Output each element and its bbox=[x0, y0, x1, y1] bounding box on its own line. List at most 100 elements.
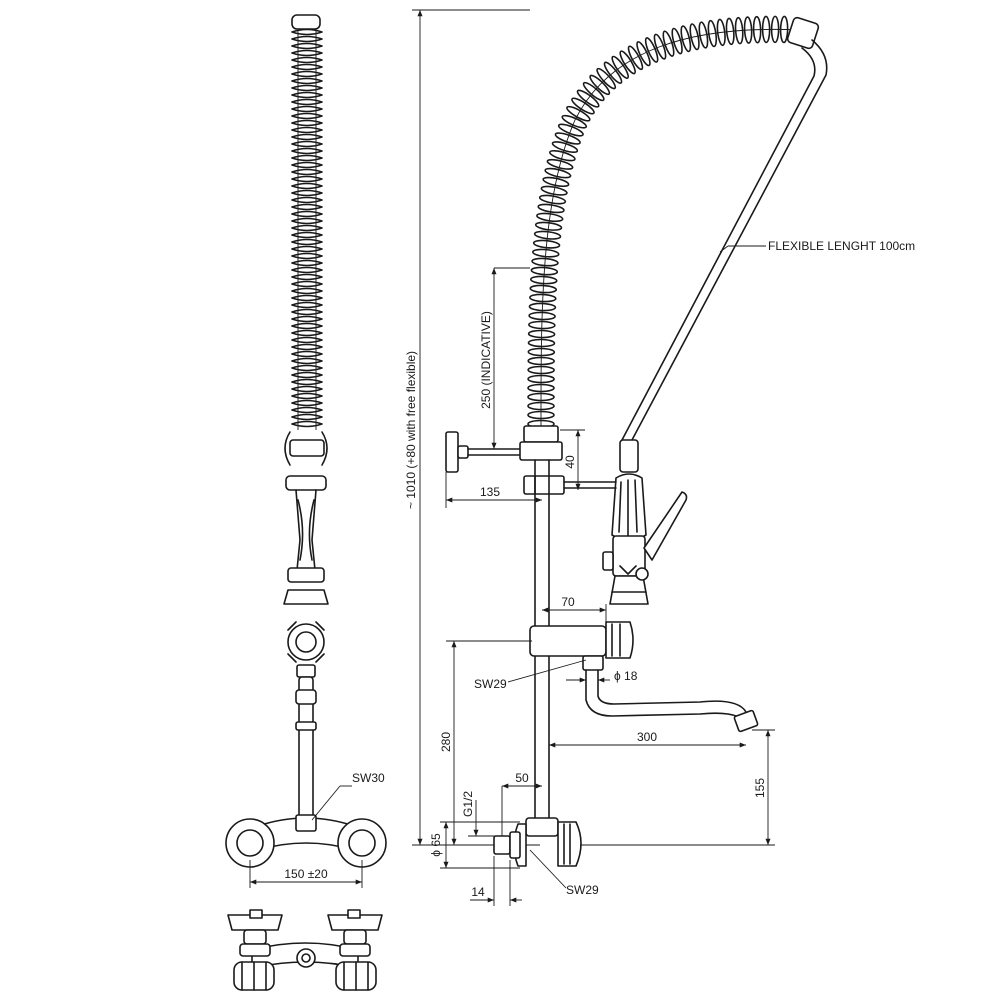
coil-turn bbox=[576, 89, 600, 108]
coil-turn bbox=[291, 329, 323, 337]
coil-turn bbox=[291, 70, 323, 78]
coil-turn bbox=[291, 84, 323, 92]
dim-phi18: ϕ 18 bbox=[566, 669, 638, 683]
coil-turn bbox=[291, 252, 323, 260]
dim-70: 70 bbox=[542, 595, 607, 622]
callout-sw30: SW30 bbox=[311, 771, 385, 821]
coil-turn bbox=[291, 406, 323, 414]
coil-turn bbox=[707, 19, 718, 48]
coil-turn bbox=[611, 55, 630, 79]
coil-turn bbox=[291, 49, 323, 57]
callout-flexible-length: FLEXIBLE LENGHT 100cm bbox=[719, 239, 915, 253]
coil-turn bbox=[291, 175, 323, 183]
coil-turn bbox=[291, 203, 323, 211]
coil-turn bbox=[291, 105, 323, 113]
coil-turn bbox=[557, 123, 584, 137]
coil-turn bbox=[752, 15, 762, 44]
callout-sw29-upper: SW29 bbox=[474, 659, 587, 691]
coil-turn bbox=[527, 392, 555, 402]
dim-250: 250 (INDICATIVE) bbox=[479, 267, 530, 449]
coil-turn bbox=[291, 343, 323, 351]
coil-turn bbox=[291, 336, 323, 344]
coil-turn bbox=[291, 133, 323, 141]
flexible-length-label: FLEXIBLE LENGHT 100cm bbox=[768, 239, 915, 253]
front-mid-nut bbox=[287, 621, 325, 678]
coil-turn bbox=[725, 17, 735, 46]
coil-turn bbox=[291, 259, 323, 267]
coil-turn bbox=[534, 221, 563, 231]
swivel-spout bbox=[585, 669, 759, 733]
coil-turn bbox=[527, 401, 555, 411]
coil-turn bbox=[529, 293, 557, 303]
coil-turn bbox=[542, 176, 570, 188]
coil-turn bbox=[291, 413, 323, 421]
coil-turn bbox=[770, 15, 780, 44]
coil-turn bbox=[291, 294, 323, 302]
coil-turn bbox=[540, 185, 568, 196]
dim-50: 50 bbox=[501, 771, 542, 836]
side-base-valve bbox=[493, 817, 582, 867]
coil-turn bbox=[291, 56, 323, 64]
coil-turn bbox=[698, 21, 709, 49]
front-wall-body bbox=[225, 814, 387, 868]
coil-turn bbox=[528, 311, 556, 321]
sw29-upper-label: SW29 bbox=[474, 677, 507, 691]
coil-turn bbox=[291, 420, 323, 428]
dim-280-label: 280 bbox=[439, 732, 453, 752]
flexible-hose bbox=[619, 39, 828, 473]
coil-turn bbox=[589, 74, 611, 96]
coil-turn bbox=[734, 16, 744, 45]
coil-turn bbox=[716, 18, 726, 47]
dim-150: 150 ±20 bbox=[249, 860, 363, 888]
coil-turn bbox=[291, 91, 323, 99]
coil-turn bbox=[291, 210, 323, 218]
coil-turn bbox=[551, 141, 579, 154]
coil-turn bbox=[291, 231, 323, 239]
coil-turn bbox=[291, 182, 323, 190]
coil-turn bbox=[291, 140, 323, 148]
coil-turn bbox=[527, 410, 555, 420]
coil-turn bbox=[566, 105, 591, 122]
coil-turn bbox=[291, 154, 323, 162]
dim-150-label: 150 ±20 bbox=[284, 867, 328, 881]
side-tee-valve bbox=[529, 621, 634, 671]
phi65-label: ϕ 65 bbox=[429, 833, 443, 857]
coil-turn bbox=[779, 15, 789, 44]
dim-155-label: 155 bbox=[753, 778, 767, 798]
coil-turn bbox=[603, 61, 623, 84]
coil-turn bbox=[291, 98, 323, 106]
coil-turn bbox=[743, 16, 753, 44]
coil-turn bbox=[571, 97, 595, 115]
coil-turn bbox=[689, 23, 700, 51]
coil-turn bbox=[291, 357, 323, 365]
callout-sw29-lower: SW29 bbox=[529, 849, 599, 897]
coil-turn bbox=[671, 27, 683, 55]
coil-turn bbox=[291, 112, 323, 120]
dim-40-label: 40 bbox=[563, 455, 577, 469]
coil-turn bbox=[546, 158, 574, 170]
dim-phi65: ϕ 65 bbox=[429, 821, 520, 869]
coil-turn bbox=[291, 28, 323, 36]
coil-turn bbox=[561, 114, 588, 129]
coil-turn bbox=[291, 378, 323, 386]
front-upper-fitting bbox=[283, 431, 329, 605]
coil-turn bbox=[627, 45, 644, 71]
side-spring-coil bbox=[527, 15, 820, 431]
coil-turn bbox=[291, 308, 323, 316]
dim-300-label: 300 bbox=[637, 730, 657, 744]
coil-turn bbox=[530, 266, 559, 276]
overall-height-label: ~ 1010 (+80 with free flexible) bbox=[404, 351, 418, 509]
coil-turn bbox=[549, 149, 576, 162]
coil-turn bbox=[291, 399, 323, 407]
dim-155: 155 bbox=[580, 729, 775, 846]
coil-turn bbox=[291, 189, 323, 197]
coil-turn bbox=[527, 356, 555, 366]
coil-turn bbox=[291, 217, 323, 225]
coil-turn bbox=[619, 50, 636, 75]
coil-turn bbox=[291, 315, 323, 323]
coil-turn bbox=[291, 238, 323, 246]
coil-turn bbox=[533, 230, 562, 240]
dim-14: 14 bbox=[470, 856, 522, 906]
front-spring-coil bbox=[291, 14, 323, 430]
